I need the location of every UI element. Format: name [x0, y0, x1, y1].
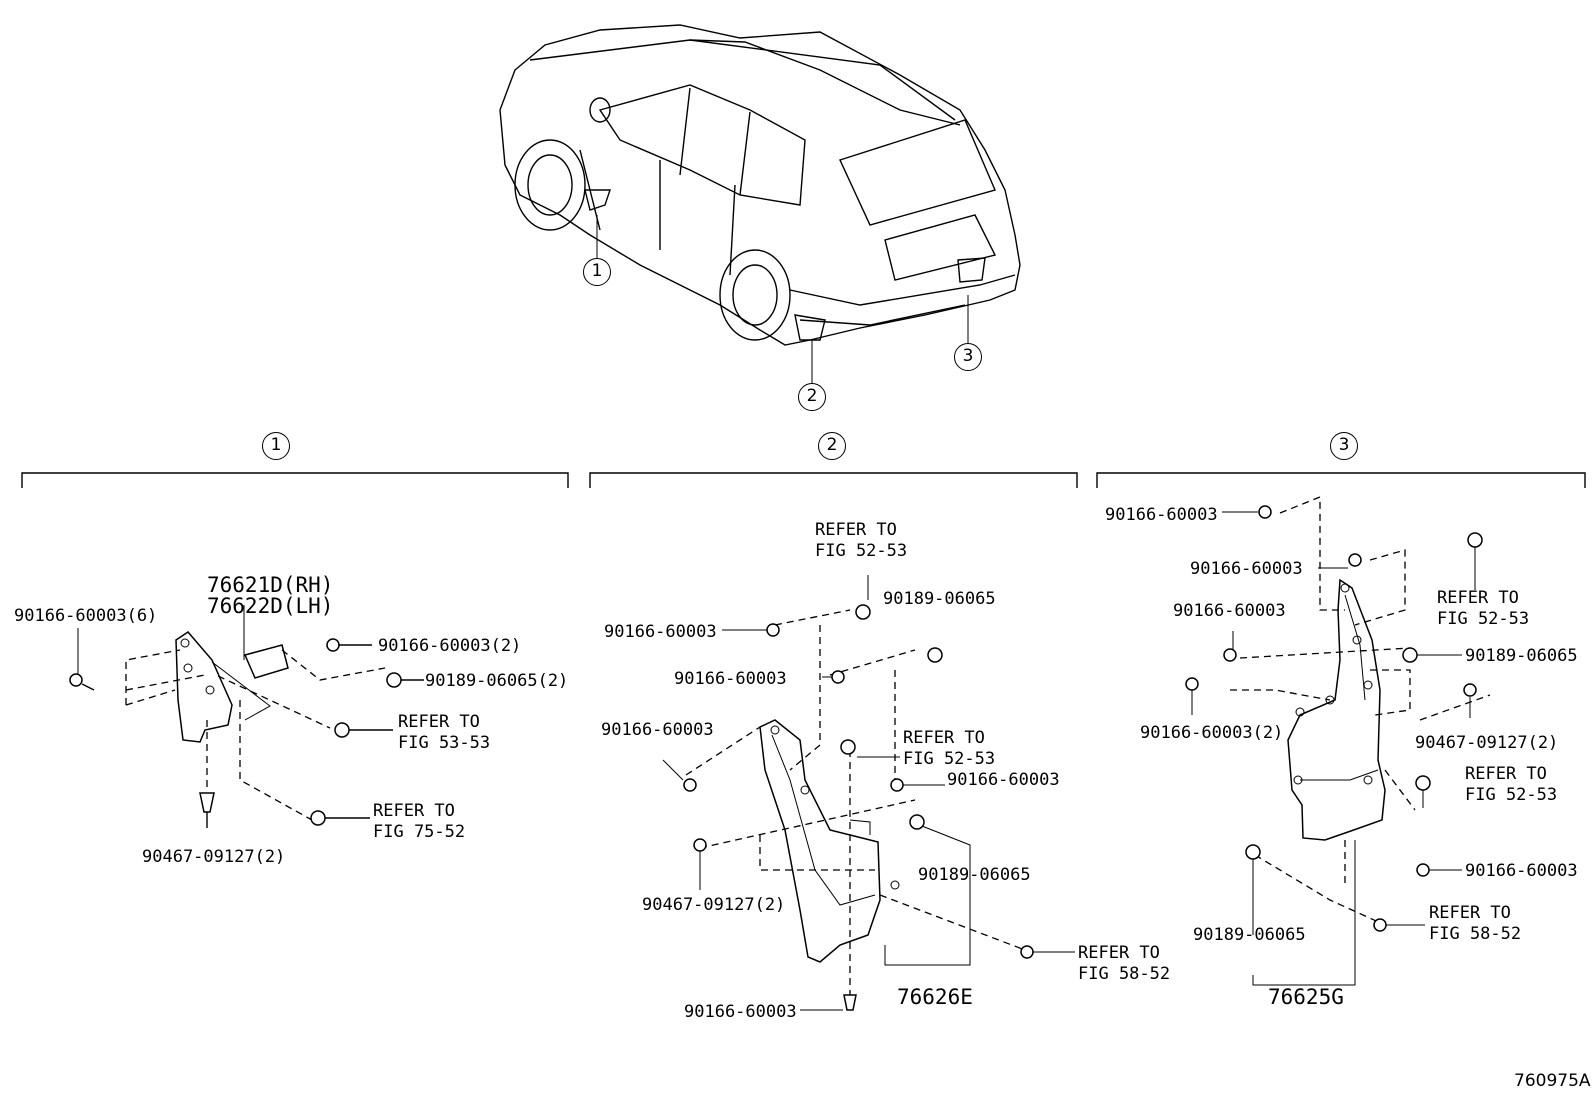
s3-refer-top-1: REFER TO: [1437, 588, 1519, 608]
s3-clip-top: 90166-60003: [1105, 505, 1218, 525]
s1-clip-top: 90166-60003(2): [378, 636, 522, 656]
callout-2: 2: [798, 383, 826, 411]
section3-index: 3: [1330, 432, 1358, 460]
s2-part-main: 76626E: [897, 985, 973, 1009]
s3-part-main: 76625G: [1268, 985, 1344, 1009]
s3-refer-mid-2: FIG 52-53: [1465, 785, 1558, 805]
s1-clip-left: 90166-60003(6): [14, 606, 158, 626]
s2-refer-mid-2: FIG 52-53: [903, 749, 996, 769]
callout-1: 1: [583, 258, 611, 286]
s1-part-rh: 76621D(RH): [207, 573, 334, 597]
s2-nut-top: 90189-06065: [883, 589, 996, 609]
s2-clip-c: 90166-60003: [601, 720, 714, 740]
s3-screw: 90467-09127(2): [1415, 733, 1559, 753]
s2-refer-top-2: FIG 52-53: [815, 541, 908, 561]
s3-refer-top-2: FIG 52-53: [1437, 609, 1530, 629]
s2-refer-bot-2: FIG 58-52: [1078, 964, 1171, 984]
s2-clip-bottom: 90166-60003: [684, 1002, 797, 1022]
diagram-reference: 760975A: [1514, 1071, 1591, 1091]
s1-screw: 90467-09127(2): [142, 847, 286, 867]
s3-clip-5: 90166-60003: [1465, 861, 1578, 881]
s3-nut-bottom: 90189-06065: [1193, 925, 1306, 945]
callout-3: 3: [954, 343, 982, 371]
s1-part-lh: 76622D(LH): [207, 594, 334, 618]
s3-refer-mid-1: REFER TO: [1465, 764, 1547, 784]
s3-refer-bot-2: FIG 58-52: [1429, 924, 1522, 944]
s1-nut: 90189-06065(2): [425, 671, 569, 691]
section3-geometry: [1185, 496, 1491, 986]
s2-refer-bot-1: REFER TO: [1078, 943, 1160, 963]
section2-index: 2: [818, 432, 846, 460]
s1-refer-a-2: FIG 53-53: [398, 733, 491, 753]
s3-clip-4: 90166-60003(2): [1140, 723, 1284, 743]
s2-clip-d: 90166-60003: [947, 770, 1060, 790]
s3-clip-3: 90166-60003: [1173, 601, 1286, 621]
s1-refer-b-1: REFER TO: [373, 801, 455, 821]
s2-nut-bottom: 90189-06065: [918, 865, 1031, 885]
s3-nut-mid: 90189-06065: [1465, 646, 1578, 666]
s3-refer-bot-1: REFER TO: [1429, 903, 1511, 923]
s2-refer-top-1: REFER TO: [815, 520, 897, 540]
s3-clip-2: 90166-60003: [1190, 559, 1303, 579]
section2-geometry: [662, 575, 1075, 1011]
s2-clip-a: 90166-60003: [604, 622, 717, 642]
s2-screw: 90467-09127(2): [642, 895, 786, 915]
s1-refer-b-2: FIG 75-52: [373, 822, 466, 842]
section1-index: 1: [262, 432, 290, 460]
s1-refer-a-1: REFER TO: [398, 712, 480, 732]
vehicle-illustration: [499, 24, 1021, 383]
s2-clip-b: 90166-60003: [674, 669, 787, 689]
s2-refer-mid-1: REFER TO: [903, 728, 985, 748]
section1-geometry: [69, 605, 424, 828]
section-brackets: [21, 472, 1586, 488]
